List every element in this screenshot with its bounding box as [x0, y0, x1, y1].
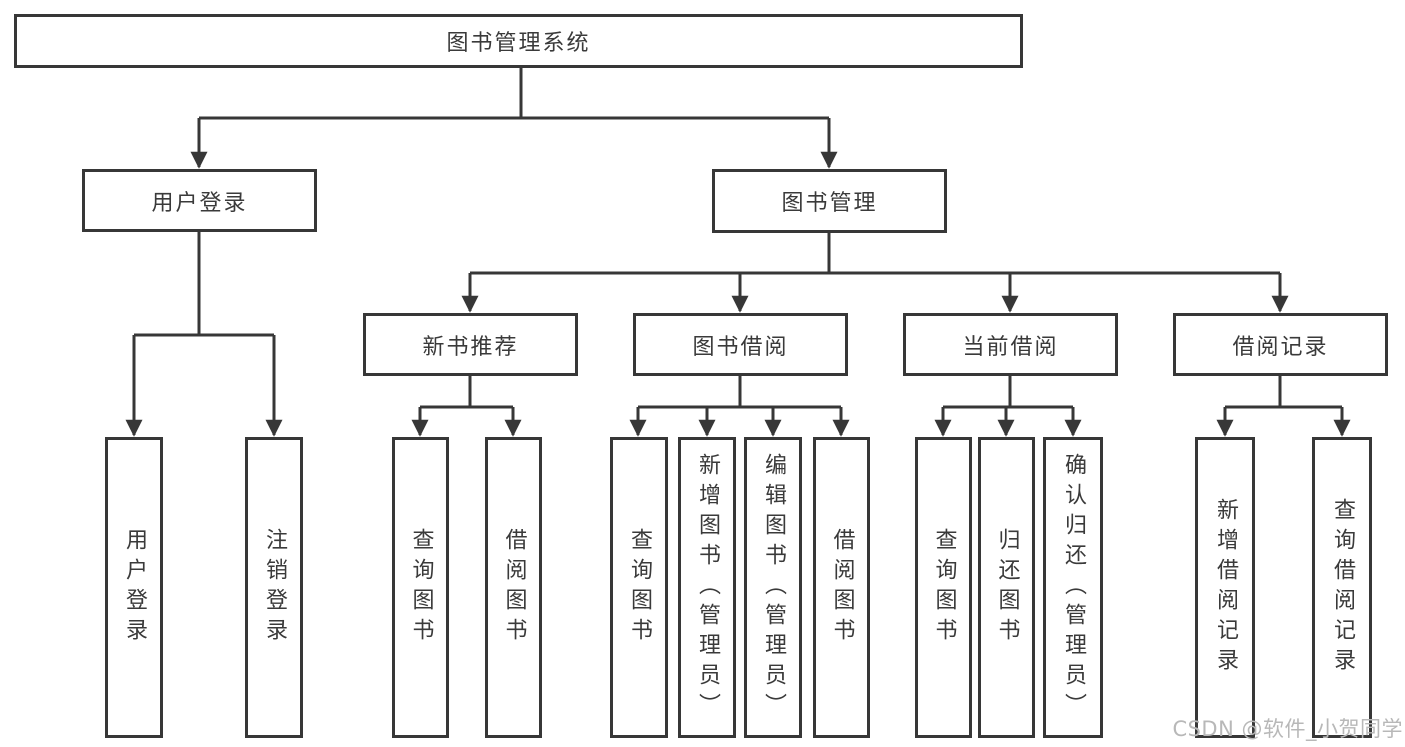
leaf-confirm-return-admin: 确认归还（管理员）: [1043, 437, 1103, 738]
leaf-return-books: 归还图书: [978, 437, 1035, 738]
leaf-query-books-borrow: 查询图书: [610, 437, 668, 738]
leaf-user-login: 用户登录: [105, 437, 163, 738]
node-root-system: 图书管理系统: [14, 14, 1023, 68]
leaf-add-borrow-record: 新增借阅记录: [1195, 437, 1255, 738]
leaf-add-books-admin: 新增图书（管理员）: [678, 437, 736, 738]
node-current-borrow: 当前借阅: [903, 313, 1118, 376]
leaf-query-books-recommend: 查询图书: [392, 437, 449, 738]
node-borrow-records: 借阅记录: [1173, 313, 1388, 376]
leaf-edit-books-admin: 编辑图书（管理员）: [744, 437, 802, 738]
node-new-book-recommend: 新书推荐: [363, 313, 578, 376]
node-user-login: 用户登录: [82, 169, 317, 232]
leaf-borrow-books: 借阅图书: [813, 437, 870, 738]
leaf-query-books-current: 查询图书: [915, 437, 972, 738]
node-book-borrow: 图书借阅: [633, 313, 848, 376]
leaf-borrow-books-recommend: 借阅图书: [485, 437, 542, 738]
csdn-watermark: CSDN @软件_小贺同学: [1172, 717, 1403, 741]
node-book-management: 图书管理: [712, 169, 947, 233]
leaf-query-borrow-record: 查询借阅记录: [1312, 437, 1372, 738]
leaf-logout: 注销登录: [245, 437, 303, 738]
